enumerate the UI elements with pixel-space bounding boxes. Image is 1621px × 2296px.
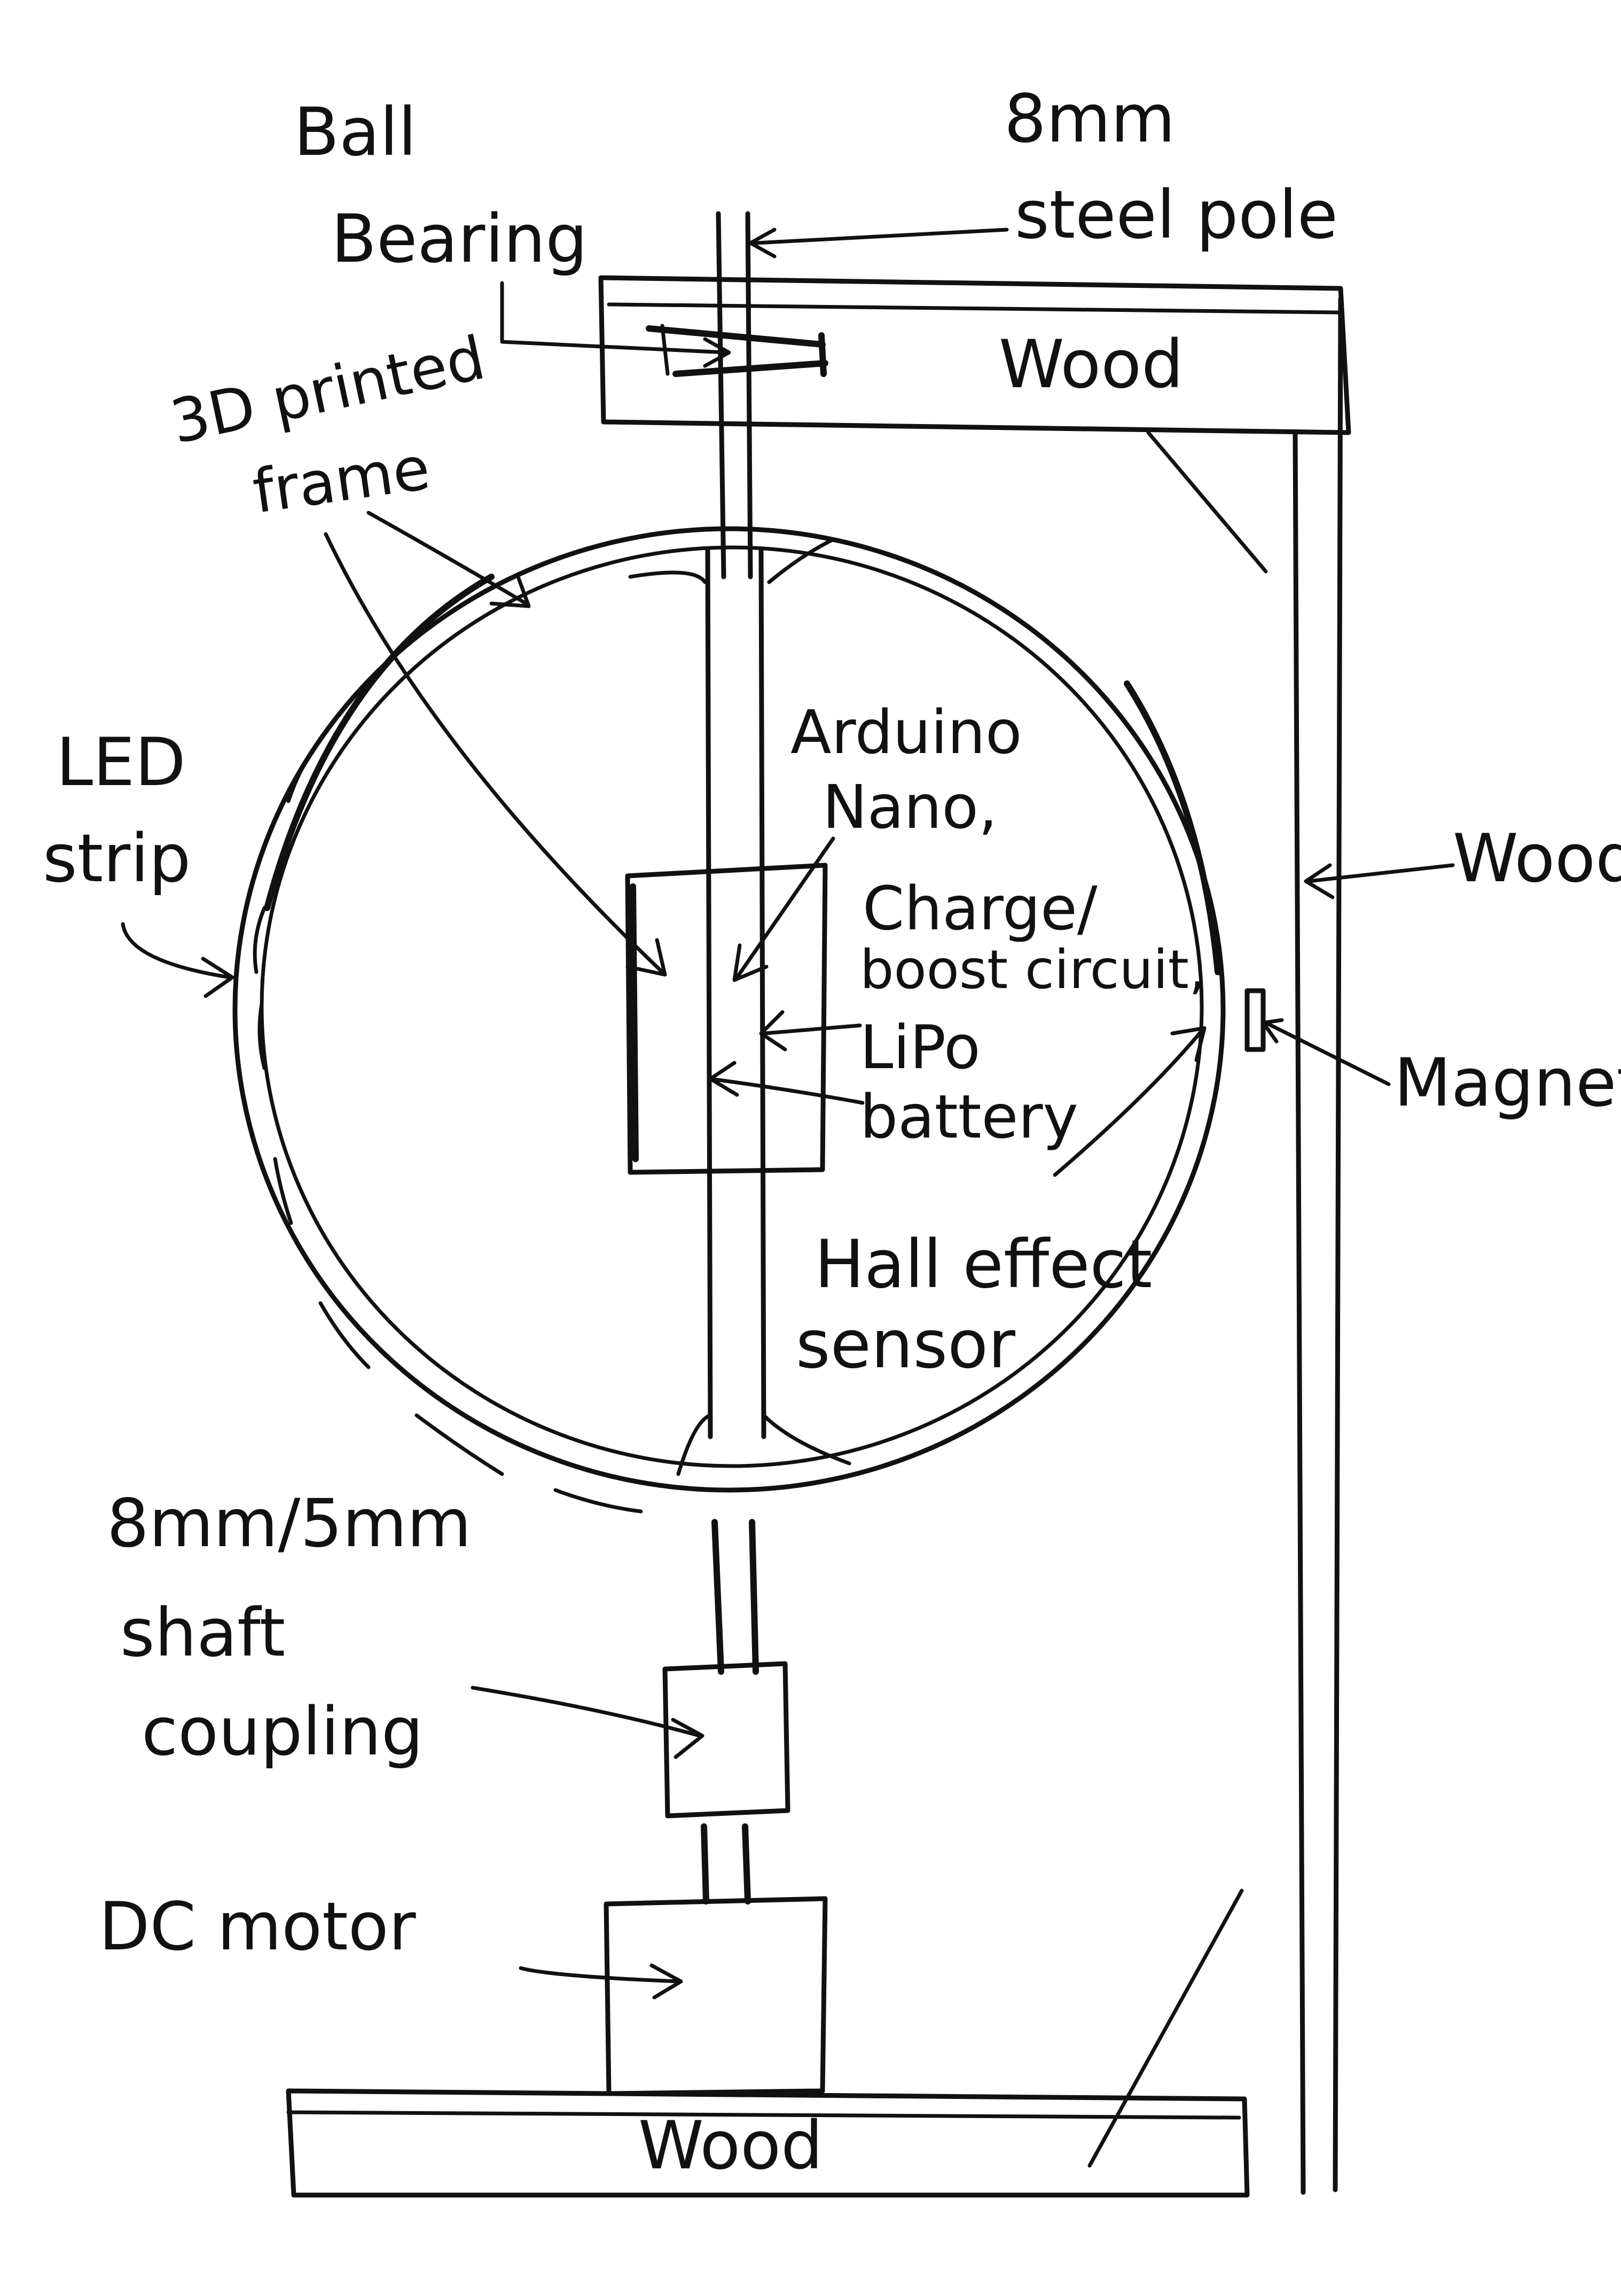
- printed-frame-ring: [232, 526, 1226, 1493]
- label-wood-top: Wood: [999, 326, 1184, 403]
- label-electronics-line6: battery: [860, 1083, 1078, 1152]
- top-wood-beam: [598, 275, 1351, 435]
- bottom-wood-base: [286, 2088, 1250, 2198]
- label-led-strip-line2: strip: [43, 820, 191, 897]
- annotation-arrows: [121, 228, 1455, 2000]
- label-hall-sensor-line1: Hall effect: [815, 1226, 1152, 1303]
- label-hall-sensor-line2: sensor: [796, 1306, 1015, 1383]
- steel-pole: [701, 211, 759, 1905]
- label-steel-pole-line2: steel pole: [1015, 177, 1338, 254]
- label-electronics-line4: boost circuit,: [860, 938, 1206, 1001]
- label-dc-motor: DC motor: [99, 1888, 416, 1965]
- label-printed-frame-line1: 3D printed: [165, 323, 491, 457]
- led-strip: [253, 574, 1221, 1514]
- label-steel-pole-line1: 8mm: [1004, 81, 1175, 158]
- label-wood-side: Wood: [1453, 820, 1621, 897]
- label-electronics-line2: Nano,: [823, 773, 998, 842]
- magnet: [1244, 988, 1266, 1052]
- label-ball-bearing-line2: Bearing: [331, 201, 588, 278]
- label-magnet: Magnet: [1394, 1045, 1621, 1122]
- label-electronics-line1: Arduino: [790, 698, 1022, 767]
- label-shaft-coupling-line3: coupling: [142, 1694, 424, 1770]
- electronics-box: [625, 863, 828, 1175]
- side-wood-post: [1087, 296, 1343, 2195]
- label-ball-bearing-line1: Ball: [294, 94, 417, 171]
- ball-bearing: [646, 324, 828, 377]
- label-shaft-coupling-line2: shaft: [120, 1595, 285, 1672]
- shaft-coupling: [662, 1661, 790, 1819]
- label-electronics-line5: LiPo: [860, 1013, 981, 1083]
- label-wood-bottom: Wood: [638, 2107, 823, 2184]
- label-shaft-coupling-line1: 8mm/5mm: [107, 1485, 472, 1562]
- labels: Ball Bearing 8mm steel pole Wood 3D prin…: [43, 81, 1621, 2184]
- label-led-strip-line1: LED: [56, 724, 186, 801]
- dc-motor: [604, 1896, 828, 2096]
- label-electronics-line3: Charge/: [863, 874, 1098, 944]
- label-printed-frame-line2: frame: [249, 434, 434, 527]
